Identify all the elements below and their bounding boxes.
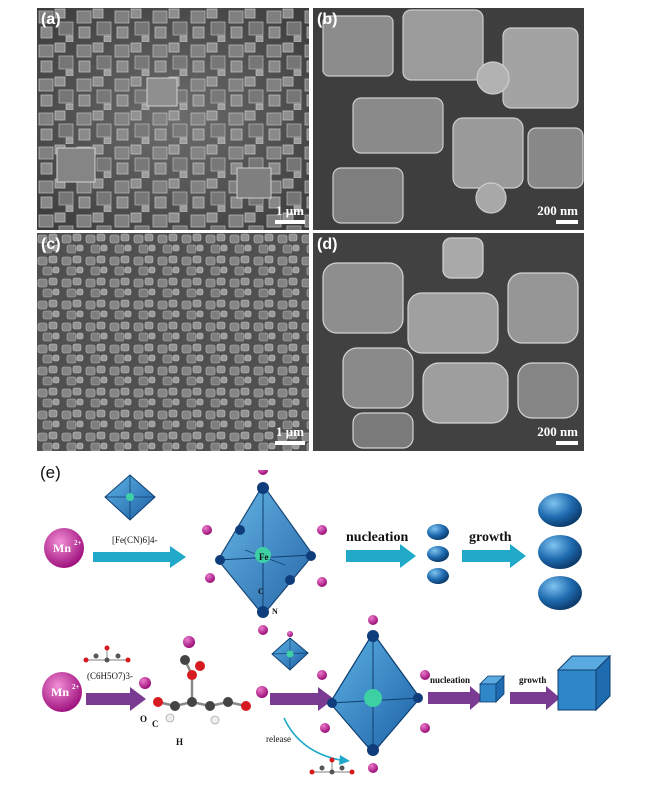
growth-mechanism-scheme: Mn 2+ [Fe(CN)6]4- [42, 470, 612, 775]
sem-panel-c: (c) 1 μm [37, 233, 309, 451]
sem-panel-d: (d) 200 nm [313, 233, 584, 451]
panel-label-b: (b) [317, 11, 338, 28]
scale-line-b [556, 220, 578, 224]
mn-ion-2 [42, 672, 82, 712]
nucleus-1 [427, 524, 449, 540]
sem-image-a [37, 8, 309, 230]
small-cube [479, 675, 505, 703]
citrate-small-1 [83, 645, 131, 663]
scale-text-a: 1 μm [276, 203, 304, 218]
nucleus-2 [427, 546, 449, 562]
mn-charge-2: 2+ [72, 683, 80, 691]
large-octahedron-2 [317, 615, 430, 773]
citrate-small-2 [309, 757, 355, 775]
c-atom-label-1: C [258, 587, 264, 596]
arrow-3 [462, 544, 526, 568]
scale-bar-b: 200 nm [537, 203, 578, 224]
scale-bar-a: 1 μm [275, 203, 305, 224]
panel-label-a: (a) [41, 11, 61, 28]
scale-line-d [556, 441, 578, 445]
nucleus-3 [427, 568, 449, 584]
h-atom-label: H [176, 737, 183, 747]
row2: Mn 2+ (C6H5O7)3- [42, 615, 612, 775]
arrow-5 [270, 687, 334, 711]
scale-text-c: 1 μm [276, 424, 304, 439]
growth-label-1: growth [469, 530, 512, 545]
particle-1 [538, 493, 582, 527]
mn-label-2: Mn [51, 685, 69, 699]
sem-image-b [313, 8, 584, 230]
release-arrow [283, 717, 341, 761]
scale-bar-d: 200 nm [537, 424, 578, 445]
citrate-complex [139, 636, 268, 725]
sem-image-c [37, 233, 309, 451]
scale-line-c [275, 441, 305, 445]
scale-line-a [275, 220, 305, 224]
particle-2 [538, 535, 582, 569]
particle-3 [538, 576, 582, 610]
arrow-6 [428, 686, 484, 710]
fe-atom-label: Fe [259, 552, 269, 562]
sem-panel-a: (a) 1 μm [37, 8, 309, 230]
small-octahedron-2 [271, 631, 309, 671]
panel-label-c: (c) [41, 236, 61, 253]
release-label: release [266, 734, 291, 744]
arrow-2 [346, 544, 416, 568]
scheme-label: (e) [40, 463, 61, 482]
growth-label-2: growth [519, 675, 546, 685]
arrow-1 [93, 546, 186, 568]
arrow-4 [86, 687, 146, 711]
mn-label-1: Mn [53, 541, 71, 555]
panel-label-d: (d) [317, 236, 338, 253]
c-atom-label-2: C [152, 719, 159, 729]
reagent-label-1: [Fe(CN)6]4- [112, 535, 158, 545]
large-cube [556, 654, 612, 712]
release-arrow-head [339, 755, 350, 765]
nucleation-label-1: nucleation [346, 530, 408, 545]
n-atom-label: N [272, 607, 278, 616]
nucleation-label-2: nucleation [430, 675, 470, 685]
sem-image-d [313, 233, 584, 451]
o-atom-label: O [140, 714, 147, 724]
scale-bar-c: 1 μm [275, 424, 305, 445]
mn-charge-1: 2+ [74, 539, 82, 547]
row1: Mn 2+ [Fe(CN)6]4- [44, 470, 582, 635]
sem-panel-b: (b) 200 nm [313, 8, 584, 230]
reagent-label-2: (C6H5O7)3- [87, 671, 133, 681]
arrow-7 [510, 686, 560, 710]
small-octahedron-1 [104, 474, 156, 521]
scale-text-d: 200 nm [537, 424, 578, 439]
mn-ion-1 [44, 528, 84, 568]
large-octahedron-1 [202, 470, 327, 635]
scale-text-b: 200 nm [537, 203, 578, 218]
